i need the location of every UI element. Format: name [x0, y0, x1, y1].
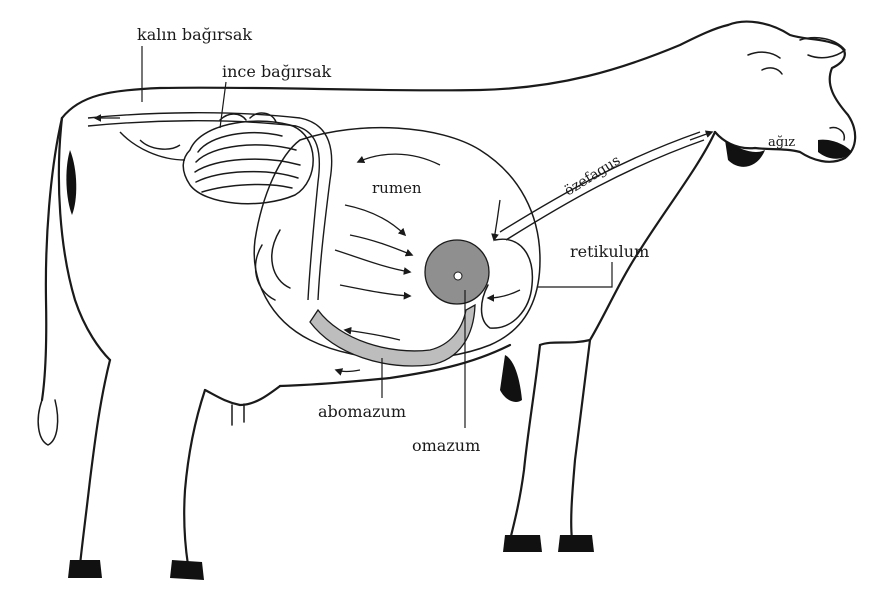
large-intestine-tube — [88, 113, 332, 300]
label-omasum: omazum — [412, 436, 480, 455]
rumen-outline — [254, 128, 540, 360]
digestive-tract — [88, 113, 704, 366]
label-reticulum: retikulum — [570, 242, 649, 261]
label-abomasum: abomazum — [318, 402, 406, 421]
label-small-intestine: ince bağırsak — [222, 62, 331, 81]
small-intestine-coils — [183, 113, 313, 204]
label-esophagus: özefagus — [562, 153, 624, 200]
leader-lines — [142, 46, 612, 428]
label-rumen: rumen — [372, 179, 422, 197]
abomasum-shape — [310, 305, 475, 366]
reticulum-outline — [482, 239, 533, 328]
esophagus-tube — [500, 132, 700, 232]
label-mouth: ağız — [768, 135, 795, 150]
label-large-intestine: kalın bağırsak — [137, 25, 252, 44]
